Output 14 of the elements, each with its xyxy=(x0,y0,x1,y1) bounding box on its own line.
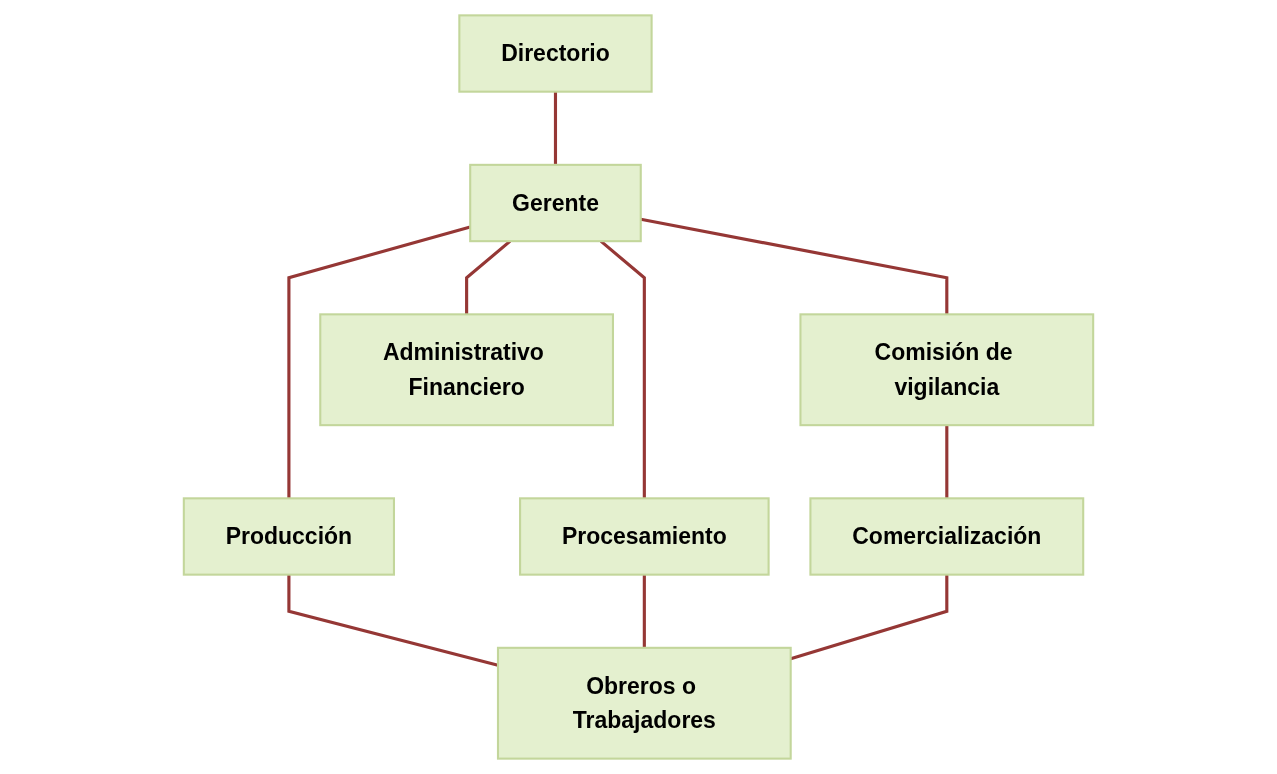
connector xyxy=(642,574,646,648)
node-box: Gerente xyxy=(469,163,642,243)
node-box: Administrativo Financiero xyxy=(319,313,614,427)
node-box: Obreros o Trabajadores xyxy=(496,646,792,760)
connector xyxy=(287,225,471,499)
node-box: Producción xyxy=(182,497,395,576)
node-box: Procesamiento xyxy=(519,497,770,576)
connector xyxy=(553,91,558,165)
connector xyxy=(945,425,949,499)
node-box: Directorio xyxy=(458,14,653,93)
connector xyxy=(790,574,949,661)
connector xyxy=(640,217,949,315)
node-box: Comercialización xyxy=(809,497,1085,576)
node-box: Comisión de vigilancia xyxy=(799,313,1095,427)
